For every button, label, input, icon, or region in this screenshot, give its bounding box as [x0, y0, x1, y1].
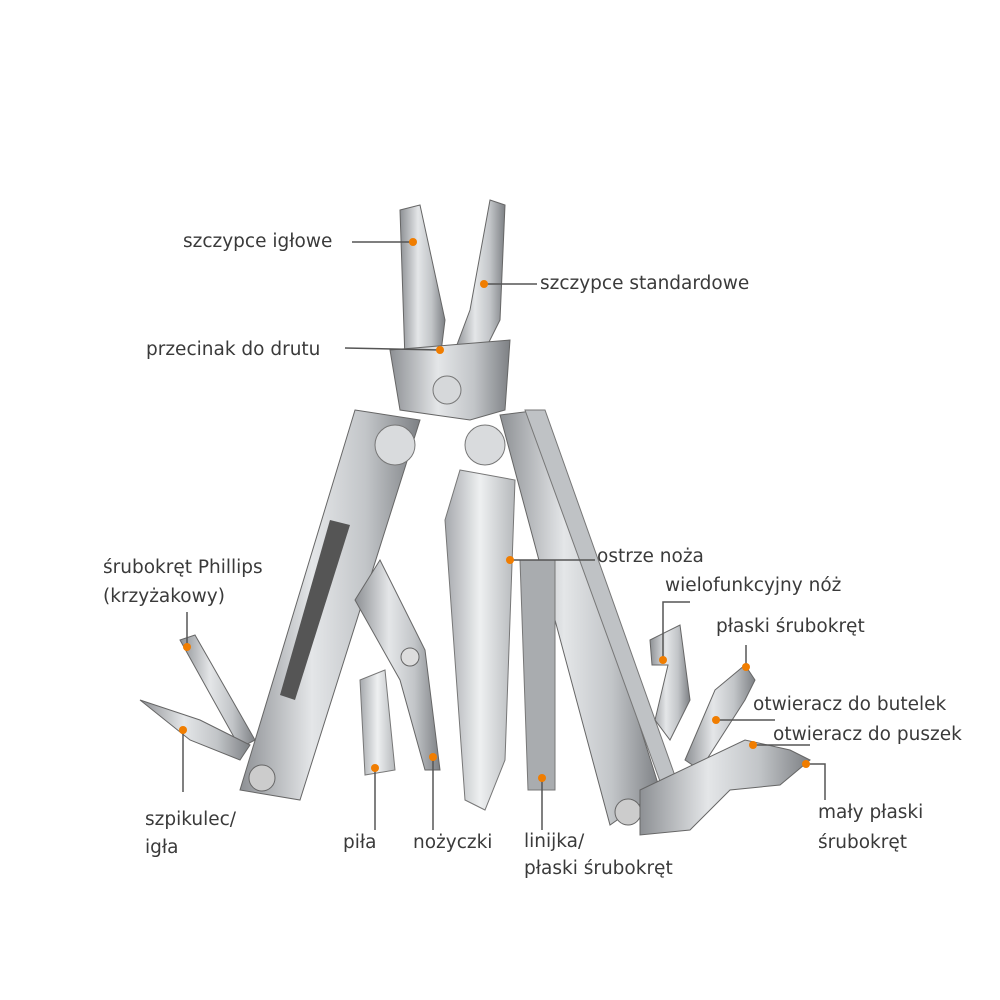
knife-blade: [444, 469, 516, 811]
label-small-flat-line1: mały płaski: [818, 802, 924, 823]
label-needle-nose-pliers: szczypce igłowe: [183, 231, 333, 252]
marker-dots: [179, 238, 810, 782]
label-scissors: nożyczki: [413, 832, 493, 853]
label-bottle-opener: otwieracz do butelek: [753, 694, 947, 715]
label-saw: piła: [343, 832, 377, 853]
opener-tool: [639, 739, 811, 836]
scissors: [354, 558, 441, 771]
label-wire-cutter: przecinak do drutu: [146, 339, 321, 360]
label-multi-knife: wielofunkcyjny nóż: [665, 575, 842, 596]
phillips-screwdriver: [179, 634, 256, 749]
label-ruler-line2: płaski śrubokręt: [524, 858, 673, 879]
label-can-opener: otwieracz do puszek: [773, 724, 962, 745]
label-flat-screwdriver: płaski śrubokręt: [716, 616, 865, 637]
label-knife-blade: ostrze noża: [597, 546, 704, 567]
label-awl-line2: igła: [145, 837, 179, 858]
label-ruler-line1: linijka/: [524, 831, 585, 852]
multi-knife: [649, 624, 691, 741]
label-small-flat-line2: śrubokręt: [818, 832, 907, 853]
saw: [359, 669, 396, 776]
left-handle: [239, 409, 421, 801]
label-standard-pliers: szczypce standardowe: [540, 273, 750, 294]
label-phillips-line2: (krzyżakowy): [103, 586, 225, 607]
label-awl-line1: szpikulec/: [145, 809, 237, 830]
label-phillips-line1: śrubokręt Phillips: [103, 557, 263, 578]
